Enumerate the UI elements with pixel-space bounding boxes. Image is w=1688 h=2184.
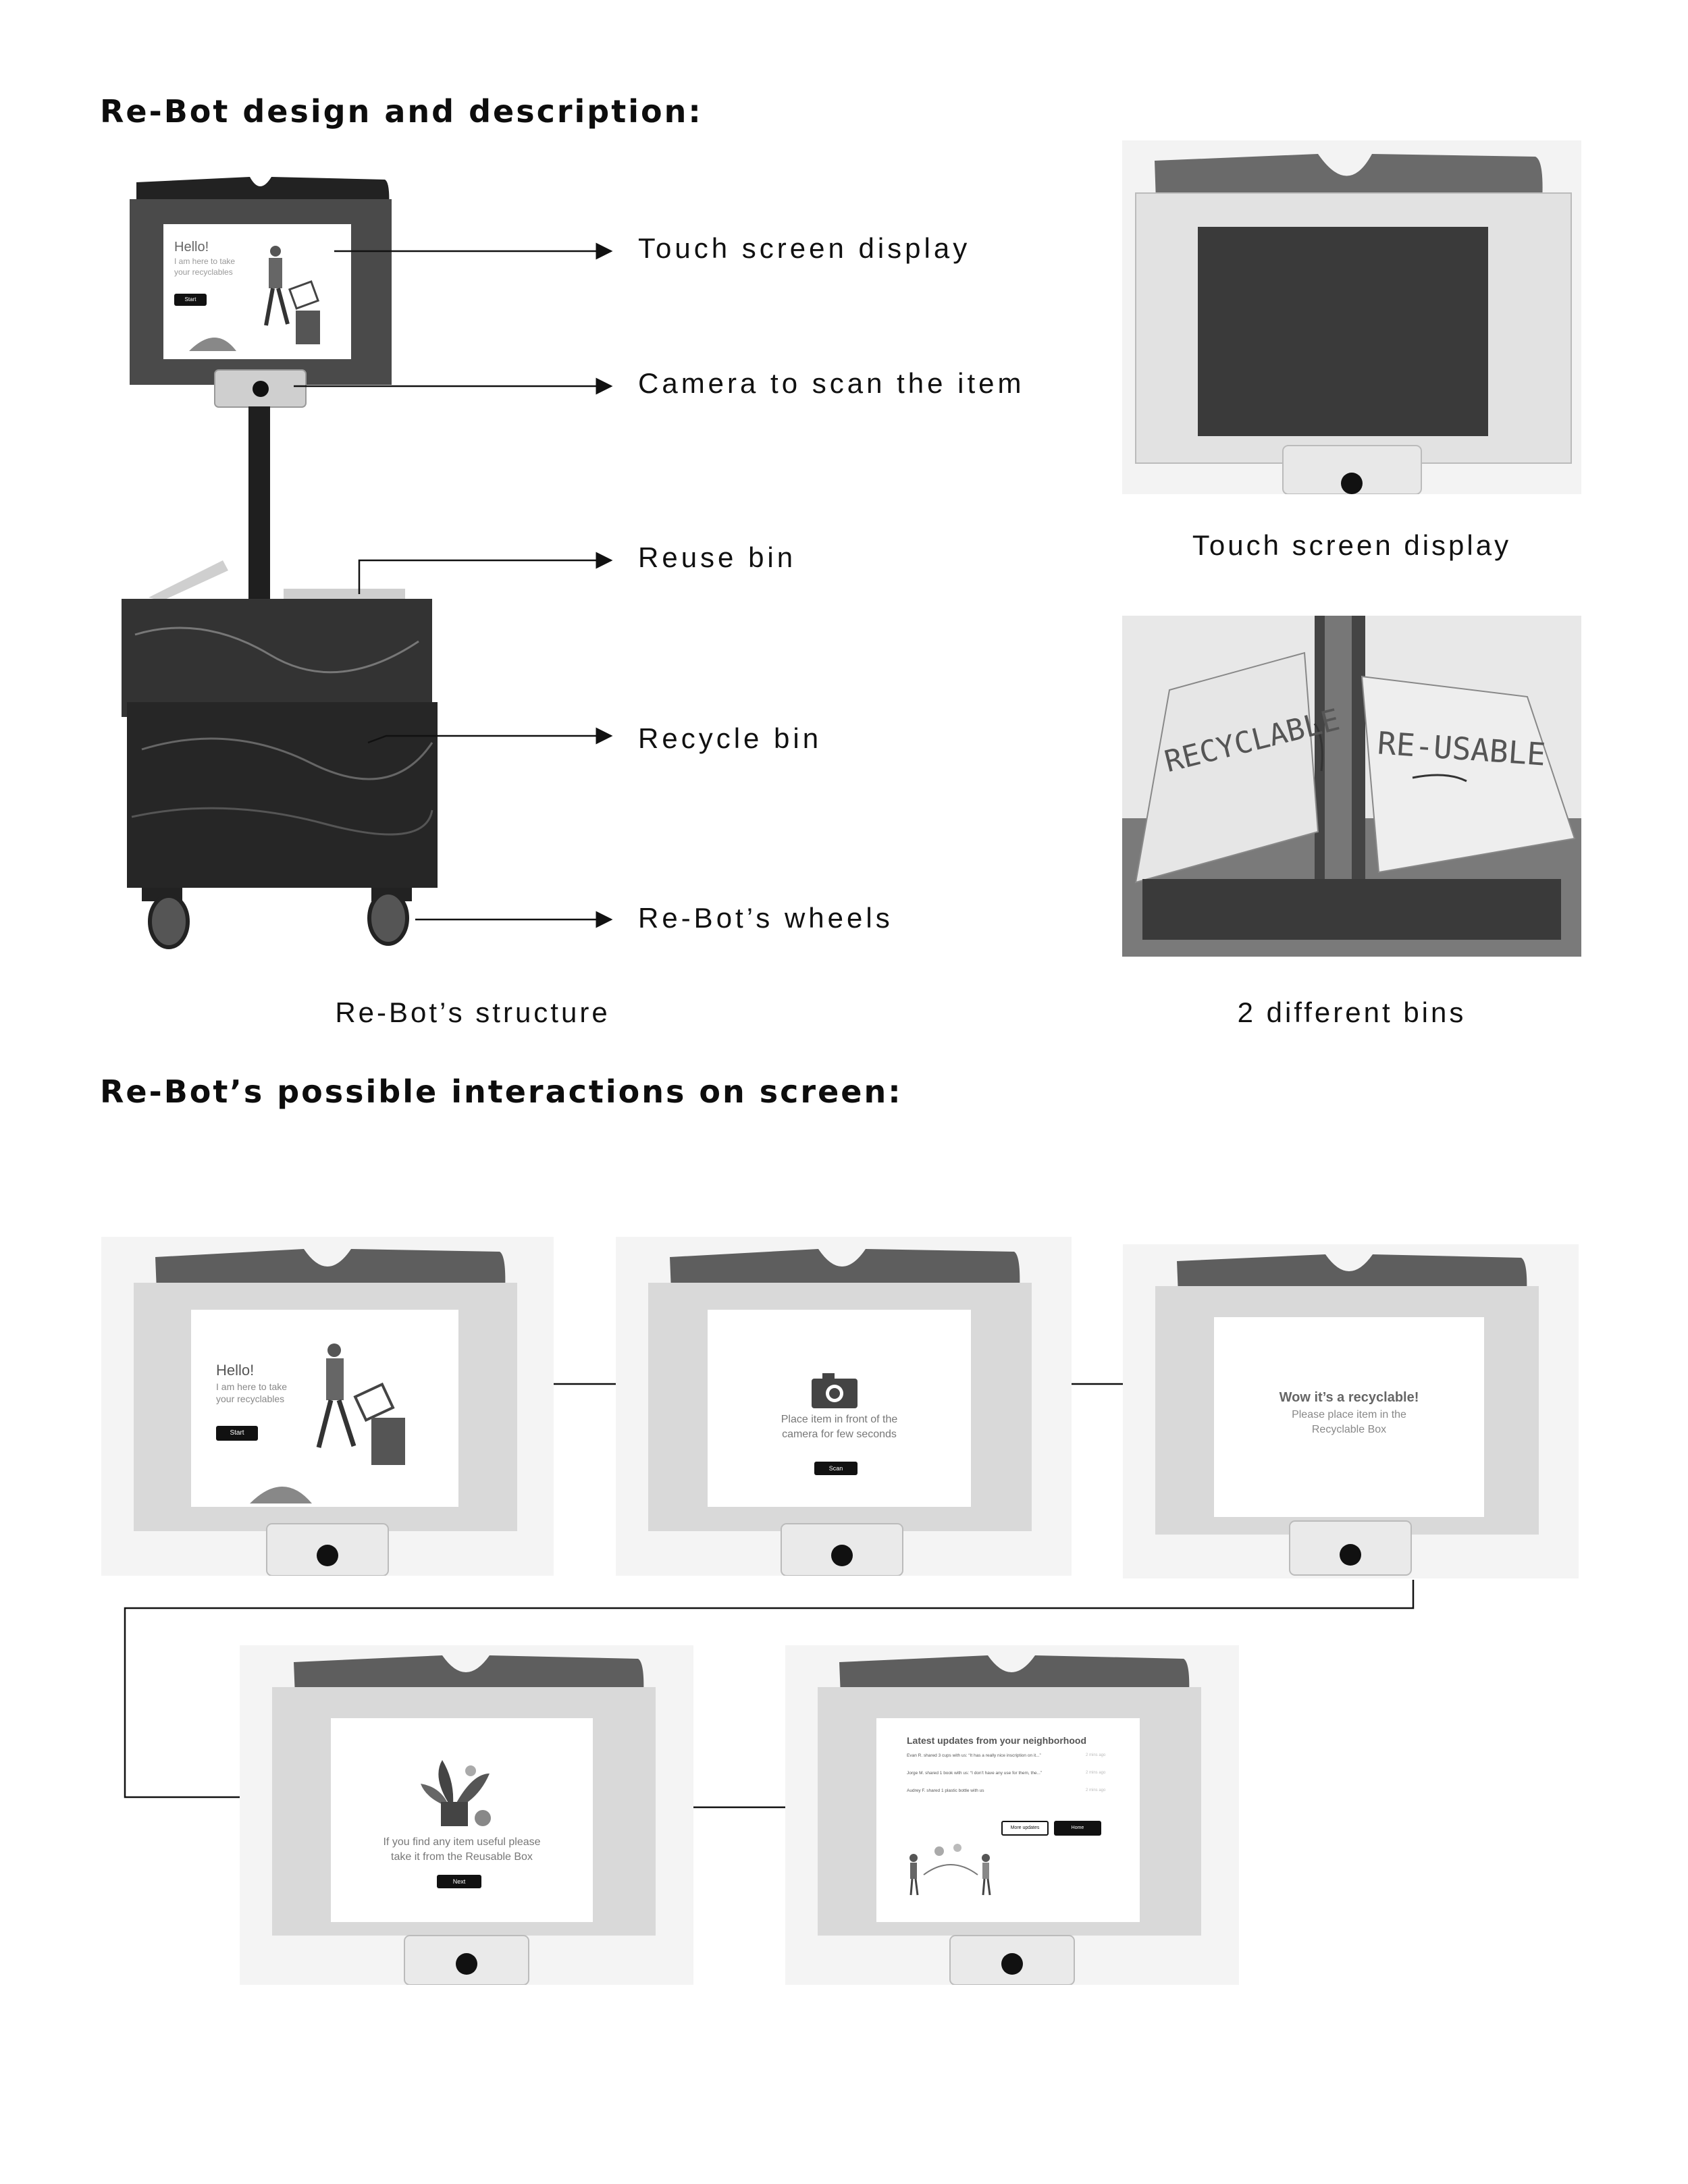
caption-bins: 2 different bins [1237, 996, 1467, 1028]
update-item-text-1: Evan R. shared 3 cups with us: “It has a… [907, 1753, 1041, 1758]
robot-body-lower [127, 702, 438, 888]
scan-screen-line-1: Place item in front of the [781, 1414, 898, 1425]
screen-photo-hello: Hello! I am here to take your recyclable… [101, 1237, 554, 1576]
wheel-left [148, 894, 190, 949]
label-wheels: Re-Bot’s wheels [638, 902, 893, 934]
label-touch-screen: Touch screen display [638, 232, 971, 264]
caption-display: Touch screen display [1192, 529, 1512, 561]
robot-screen-subtitle-1: I am here to take [174, 257, 236, 266]
update-item-text-2: Jorge M. shared 1 book with us: “I don’t… [907, 1771, 1043, 1776]
recyclable-screen-line-1: Please place item in the [1292, 1409, 1406, 1420]
touch-screen-photo [1122, 140, 1581, 494]
label-reuse-bin: Reuse bin [638, 541, 797, 573]
robot-screen-title: Hello! [174, 240, 209, 255]
screen-photo-scan: Place item in front of the camera for fe… [616, 1237, 1072, 1576]
reusable-screen-line-2: take it from the Reusable Box [391, 1851, 533, 1863]
update-item-text-3: Audrey F. shared 1 plastic bottle with u… [907, 1788, 984, 1793]
recycle-bin-lid [149, 560, 228, 601]
update-item-time-2: 2 mins ago [1086, 1771, 1106, 1775]
reusable-screen-next-button[interactable]: Next [437, 1875, 481, 1888]
bins-photo: RECYCLABLE RE-USABLE [1122, 616, 1581, 957]
camera-lens [253, 381, 269, 397]
screen-photo-updates: Latest updates from your neighborhood Ev… [785, 1645, 1239, 1985]
section-title-interactions: Re-Bot’s possible interactions on screen… [100, 1073, 903, 1110]
recyclable-screen-title: Wow it’s a recyclable! [1279, 1390, 1419, 1405]
hello-screen-line-2: your recyclables [216, 1393, 285, 1404]
update-item-time-1: 2 mins ago [1086, 1753, 1106, 1757]
scan-screen-line-2: camera for few seconds [782, 1429, 897, 1440]
reusable-screen-line-1: If you find any item useful please [383, 1836, 541, 1848]
hello-screen-title: Hello! [216, 1362, 255, 1379]
caption-structure: Re-Bot’s structure [335, 996, 610, 1028]
section-title-design: Re-Bot design and description: [100, 93, 703, 130]
screen-illustration-person [189, 246, 320, 351]
hello-screen-line-1: I am here to take [216, 1381, 288, 1392]
screen-photo-recyclable: Wow it’s a recyclable! Please place item… [1123, 1244, 1579, 1578]
label-recycle-bin: Recycle bin [638, 722, 822, 754]
update-item-time-3: 2 mins ago [1086, 1788, 1106, 1792]
label-camera: Camera to scan the item [638, 367, 1025, 399]
robot-screen-subtitle-2: your recyclables [174, 267, 233, 277]
scan-screen-scan-button[interactable]: Scan [814, 1462, 858, 1475]
updates-screen-title: Latest updates from your neighborhood [907, 1735, 1087, 1746]
robot-screen-start-button: Start [174, 294, 207, 306]
recyclable-screen-line-2: Recyclable Box [1311, 1424, 1387, 1435]
robot-structure-photo: Hello! I am here to take your recyclable… [122, 169, 459, 965]
robot-pole [248, 406, 270, 599]
hello-screen-start-button[interactable]: Start [216, 1426, 258, 1441]
more-updates-button[interactable]: More updates [1001, 1821, 1049, 1836]
wheel-right [367, 890, 409, 946]
screen-photo-reusable: If you find any item useful please take … [240, 1645, 693, 1985]
home-button[interactable]: Home [1054, 1821, 1101, 1836]
